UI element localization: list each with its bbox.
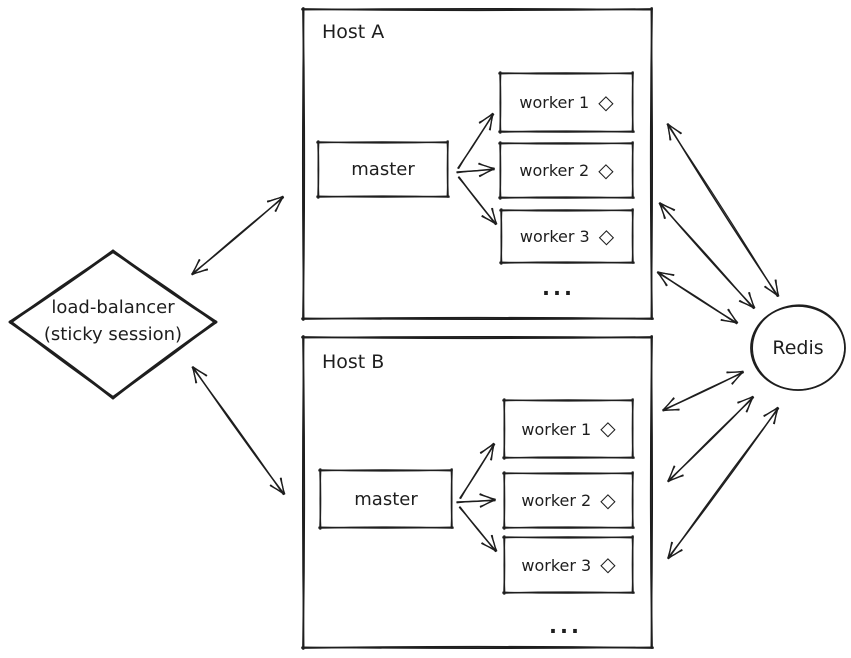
load-balancer-diamond	[8, 249, 218, 400]
arrow-host-a-redis-2	[658, 202, 756, 310]
master-b-label: master	[354, 488, 418, 510]
master-a-label: master	[351, 159, 415, 180]
worker-a-2-label: worker 2	[519, 161, 590, 180]
arrow-lb-host-a	[191, 195, 285, 276]
worker-b-1-label: worker 1	[521, 419, 592, 439]
arrow-host-b-redis-2	[667, 395, 755, 483]
worker-a-2: worker 2 ◇	[500, 143, 633, 198]
diamond-icon: ◇	[598, 223, 615, 248]
arrow-master-b-worker-2	[456, 493, 496, 508]
arrow-host-b-redis-1	[662, 370, 744, 412]
arrow-master-b-worker-1	[459, 442, 496, 499]
worker-a-1-label: worker 1	[519, 93, 590, 112]
worker-b-3: worker 3 ◇	[504, 537, 633, 593]
worker-a-3-label: worker 3	[519, 227, 590, 246]
diamond-icon: ◇	[600, 416, 616, 440]
master-b-box	[318, 468, 454, 530]
diamond-icon: ◇	[600, 552, 616, 576]
worker-b-2-box	[502, 471, 635, 530]
load-balancer-line1: load-balancer	[51, 297, 175, 318]
arrow-lb-host-b	[191, 366, 286, 496]
diamond-icon: ◇	[598, 89, 614, 114]
worker-a-2-box	[498, 141, 635, 200]
arrow-host-a-redis-1	[666, 123, 780, 297]
host-a-ellipsis: ...	[542, 276, 575, 300]
host-b-ellipsis: ...	[549, 614, 582, 638]
worker-b-2-label: worker 2	[521, 491, 592, 510]
worker-a-1-box	[498, 71, 635, 134]
worker-b-1-box	[502, 398, 635, 460]
arrow-master-a-worker-3	[457, 176, 498, 226]
arrow-host-a-redis-3	[656, 271, 739, 325]
worker-b-3-label: worker 3	[521, 555, 592, 575]
worker-b-1: worker 1 ◇	[504, 400, 633, 458]
diamond-icon: ◇	[600, 487, 616, 512]
master-a-box	[316, 140, 450, 199]
arrow-master-a-worker-2	[456, 162, 495, 178]
load-balancer-line2: (sticky session)	[43, 324, 183, 345]
host-b-box	[301, 335, 654, 650]
arrow-master-a-worker-1	[457, 112, 495, 169]
load-balancer-label: load-balancer (sticky session)	[13, 294, 213, 348]
host-b-title: Host B	[322, 351, 385, 373]
host-a-box	[301, 7, 654, 321]
host-a-title: Host A	[322, 21, 385, 43]
worker-a-3: worker 3 ◇	[501, 210, 633, 263]
worker-a-3-box	[499, 208, 635, 265]
worker-b-2: worker 2 ◇	[504, 473, 633, 528]
worker-b-3-box	[502, 535, 635, 595]
redis-label: Redis	[772, 337, 824, 359]
redis-circle	[750, 304, 846, 391]
arrow-host-b-redis-3	[667, 406, 780, 560]
arrow-master-b-worker-3	[458, 506, 498, 553]
worker-a-1: worker 1 ◇	[500, 73, 633, 132]
diamond-icon: ◇	[598, 157, 614, 182]
